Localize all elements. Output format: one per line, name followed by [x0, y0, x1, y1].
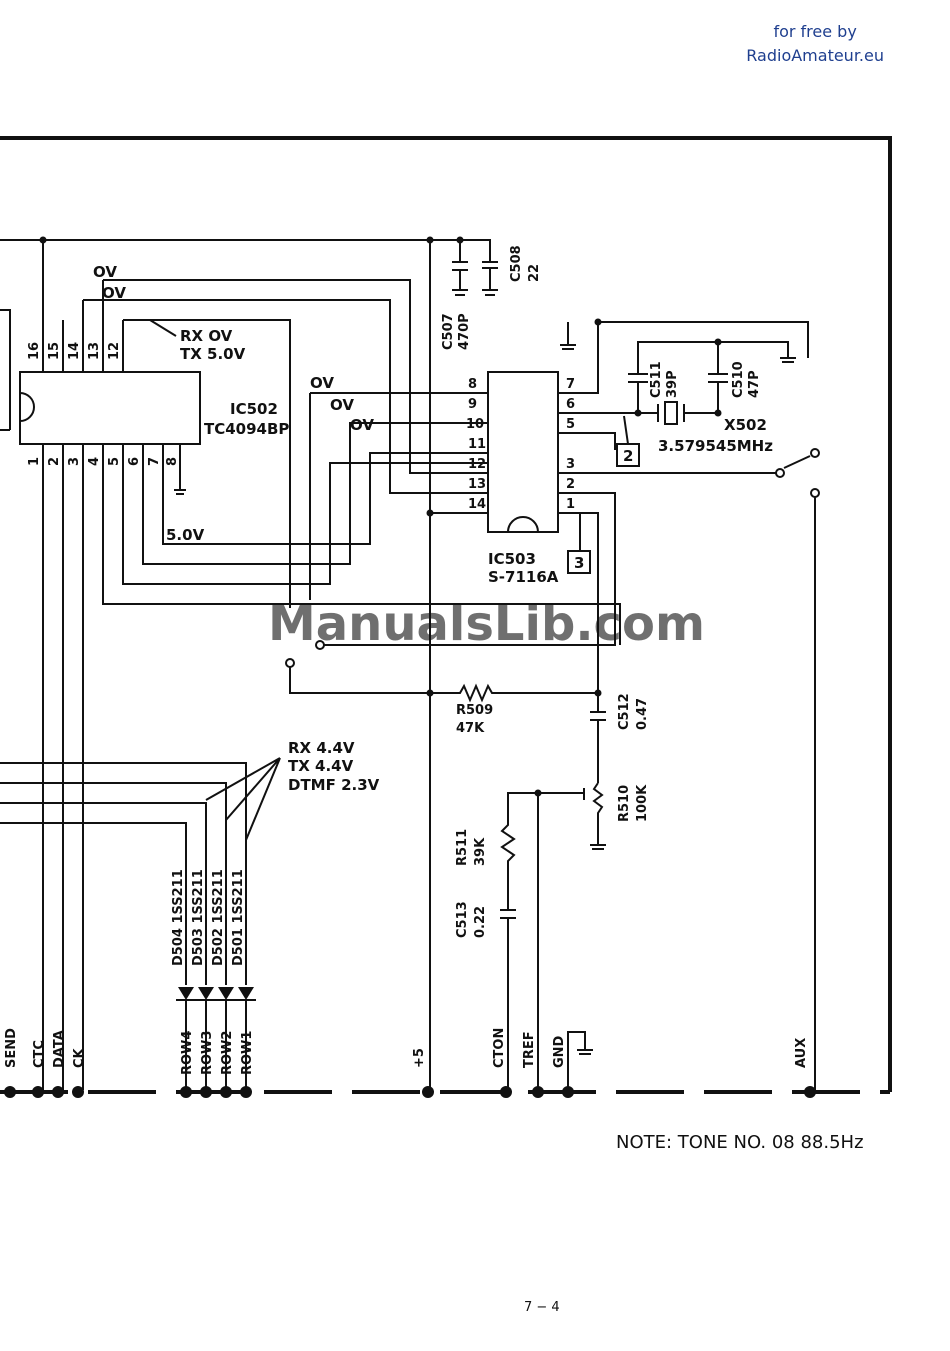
d504-label: D504 1SS211: [171, 869, 186, 966]
tone-note: NOTE: TONE NO. 08 88.5Hz: [616, 1132, 864, 1153]
connector-label: DATA: [52, 1030, 67, 1068]
d501-label: D501 1SS211: [231, 869, 246, 966]
ov-label: OV: [102, 284, 126, 302]
d503-label: D503 1SS211: [191, 869, 206, 966]
dtmf-label: DTMF 2.3V: [288, 776, 380, 794]
ic503-pin: 2: [566, 477, 575, 492]
ic503-pin: 6: [566, 397, 575, 412]
top-rail: [0, 239, 491, 262]
c508-value: 22: [527, 264, 542, 282]
ic502-pin: 2: [47, 457, 62, 466]
connector-label: TREF: [522, 1031, 537, 1068]
connector-label: GND: [552, 1035, 567, 1068]
credit-link[interactable]: RadioAmateur.eu: [746, 46, 884, 65]
ov-label: OV: [330, 396, 354, 414]
connector-label: CK: [72, 1047, 87, 1068]
r510-label: R510: [617, 785, 632, 822]
c508-label: C508: [509, 245, 524, 282]
ov-label: OV: [93, 263, 117, 281]
ic502-pin: 6: [127, 457, 142, 466]
c507-value: 470P: [457, 313, 472, 350]
c507-label: C507: [441, 313, 456, 350]
credit-block: for free by RadioAmateur.eu: [746, 20, 884, 68]
ic503-pin: 9: [468, 397, 477, 412]
connector-label: SEND: [4, 1028, 19, 1068]
ic503-pin: 10: [466, 417, 484, 432]
ic503-pin: 5: [566, 417, 575, 432]
connector-label: ROW3: [200, 1031, 215, 1075]
ic503-part: S-7116A: [488, 568, 559, 586]
ic502-pin: 3: [67, 457, 82, 466]
ic502-part: TC4094BP: [204, 420, 289, 438]
c513-label: C513: [455, 901, 470, 938]
r510-value: 100K: [635, 784, 650, 822]
marker-2: 2: [623, 447, 633, 465]
ov-label: OV: [310, 374, 334, 392]
ic503-pin: 12: [468, 457, 486, 472]
ic503-body: [487, 371, 559, 533]
ic503-pin: 1: [566, 497, 575, 512]
c510-value: 47P: [747, 370, 762, 398]
rx44-label: RX 4.4V: [288, 739, 355, 757]
ov-label: OV: [350, 416, 374, 434]
v5-label: 5.0V: [166, 526, 205, 544]
connector-label: ROW2: [220, 1031, 235, 1075]
ic502-pin: 12: [107, 342, 122, 360]
r511-value: 39K: [473, 837, 488, 866]
r509-value: 47K: [456, 721, 485, 736]
ic502-pin: 7: [147, 457, 162, 466]
r509-label: R509: [456, 703, 493, 718]
ic502-pin: 8: [165, 457, 180, 466]
connector-label: +5: [412, 1048, 427, 1068]
ic502-pin: 13: [87, 342, 102, 360]
marker-3: 3: [574, 554, 584, 572]
c511-value: 39P: [665, 370, 680, 398]
ic502-pin: 15: [47, 342, 62, 360]
x502-label: X502: [724, 416, 767, 434]
connector-label: AUX: [794, 1038, 809, 1068]
ic503-pin: 13: [468, 477, 486, 492]
tx44-label: TX 4.4V: [288, 757, 354, 775]
c513-value: 0.22: [473, 906, 488, 938]
connector-label: CTON: [492, 1028, 507, 1068]
c510-label: C510: [731, 361, 746, 398]
connector-dots: [4, 1086, 816, 1098]
ic503-pin: 7: [566, 377, 575, 392]
ic503-pin: 8: [468, 377, 477, 392]
ic503-pin: 14: [468, 497, 486, 512]
ic503-pin: 11: [468, 437, 486, 452]
ic502-pin: 5: [107, 457, 122, 466]
c511-label: C511: [649, 361, 664, 398]
d502-label: D502 1SS211: [211, 869, 226, 966]
ic502-pin: 14: [67, 342, 82, 360]
r511-label: R511: [455, 829, 470, 866]
ic502-body: [19, 371, 201, 445]
c512-label: C512: [617, 693, 632, 730]
page-number: 7 − 4: [524, 1300, 560, 1315]
ic502-pin: 4: [87, 457, 102, 466]
ic502-pin: 16: [27, 342, 42, 360]
frame: [0, 136, 892, 1092]
ic502-pin: 1: [27, 457, 42, 466]
ic503-ref: IC503: [488, 550, 536, 568]
tx-5v-label: TX 5.0V: [180, 345, 246, 363]
c512-value: 0.47: [635, 698, 650, 730]
connector-label: ROW4: [180, 1031, 195, 1075]
rx-ov-label: RX OV: [180, 327, 233, 345]
credit-line-1: for free by: [773, 22, 857, 41]
watermark: ManualsLib.com: [268, 596, 705, 652]
ic503-pin: 3: [566, 457, 575, 472]
x502-value: 3.579545MHz: [658, 437, 773, 455]
connector-label: ROW1: [240, 1031, 255, 1075]
ic502-ref: IC502: [230, 400, 278, 418]
connector-label: CTC: [32, 1040, 47, 1068]
